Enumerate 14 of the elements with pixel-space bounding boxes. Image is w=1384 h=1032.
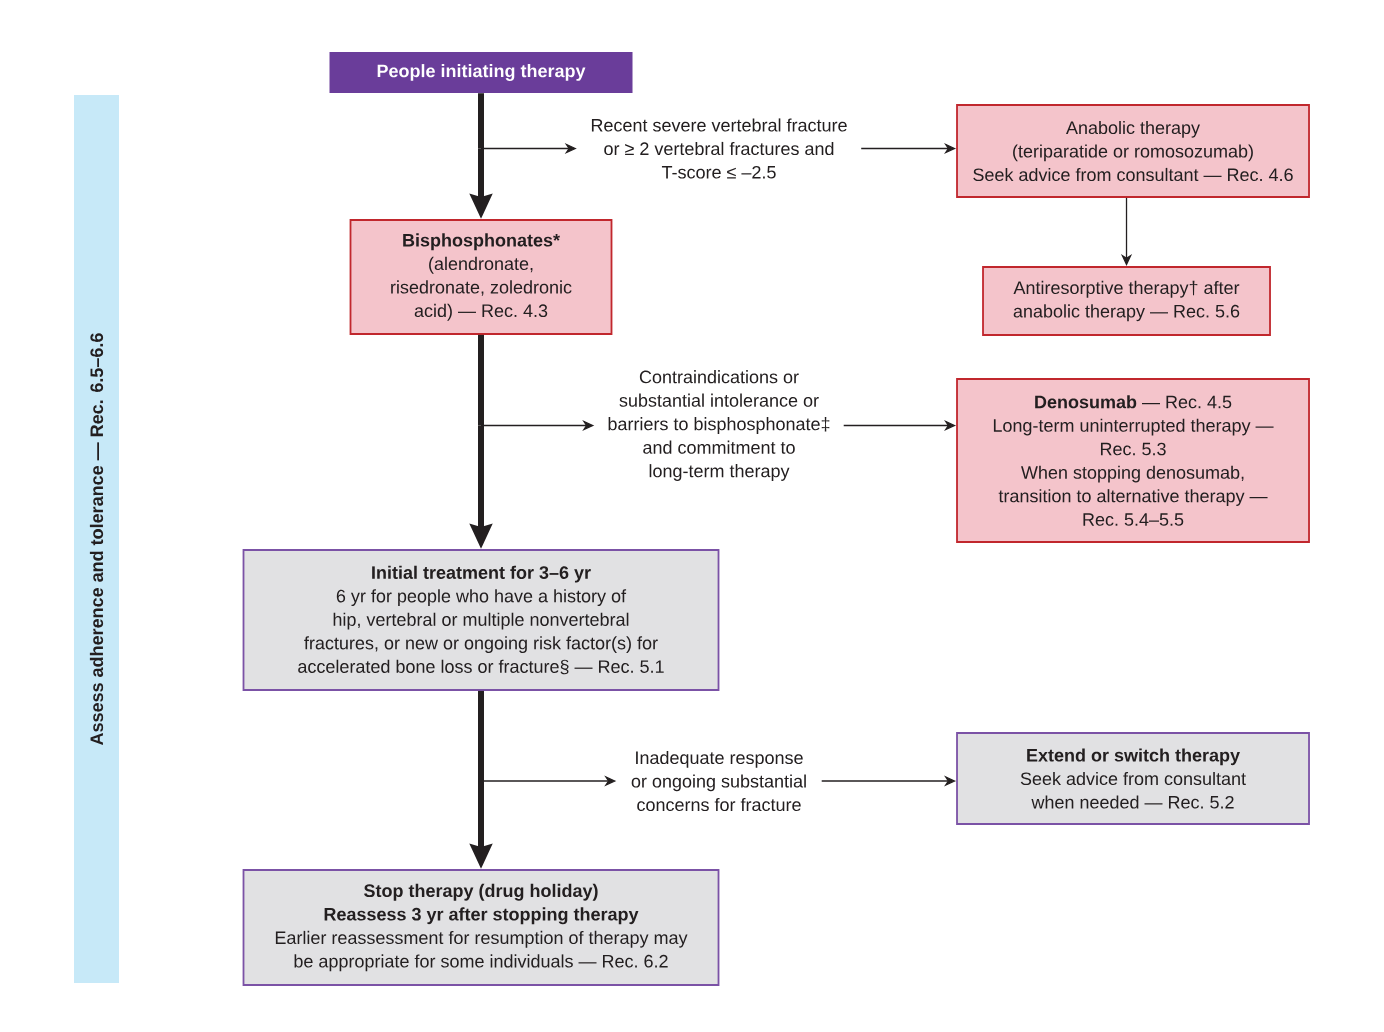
condition-text: Recent severe vertebral fracture or ≥ 2 vertebral fractures and T-score ≤ –2.5 xyxy=(591,118,847,179)
trunk-line xyxy=(478,93,484,149)
process-box: Initial treatment for 3–6 yr 6 yr for people who have a history of hip, vertebral or multiple nonvertebral fractures, or new or ongoing risk factor(s) for accelerated bone loss or fracture§ — Rec. 5.1 xyxy=(242,549,720,691)
process-box: Extend or switch therapy Seek advice from consultant when needed — Rec. 5.2 xyxy=(956,732,1310,825)
process-box: Antiresorptive therapy† after anabolic therapy — Rec. 5.6 xyxy=(982,266,1271,336)
process-box: Stop therapy (drug holiday) Reassess 3 yr after stopping therapy Earlier reassessment for resumption of therapy may be appropriate for some individuals — Rec. 6.2 xyxy=(242,869,720,986)
process-box: Denosumab — Rec. 4.5 Long-term uninterrupted therapy — Rec. 5.3 When stopping denosumab, transition to alternative therapy — Rec. 5.4–5.5 xyxy=(956,378,1310,543)
start-box: People initiating therapy xyxy=(329,52,633,93)
condition-text: Contraindications or substantial intolerance or barriers to bisphosphonate‡ and commitment to long-term therapy xyxy=(608,370,830,481)
trunk-line xyxy=(478,334,484,426)
side-band: Assess adherence and tolerance — Rec. 6.5–6.6 xyxy=(74,95,119,983)
process-box: Bisphosphonates* (alendronate, risedronate, zoledronic acid) — Rec. 4.3 xyxy=(349,219,613,335)
process-box: Anabolic therapy (teriparatide or romosozumab) Seek advice from consultant — Rec. 4.6 xyxy=(956,104,1310,198)
condition-text: Inadequate response or ongoing substantial concerns for fracture xyxy=(631,750,806,812)
